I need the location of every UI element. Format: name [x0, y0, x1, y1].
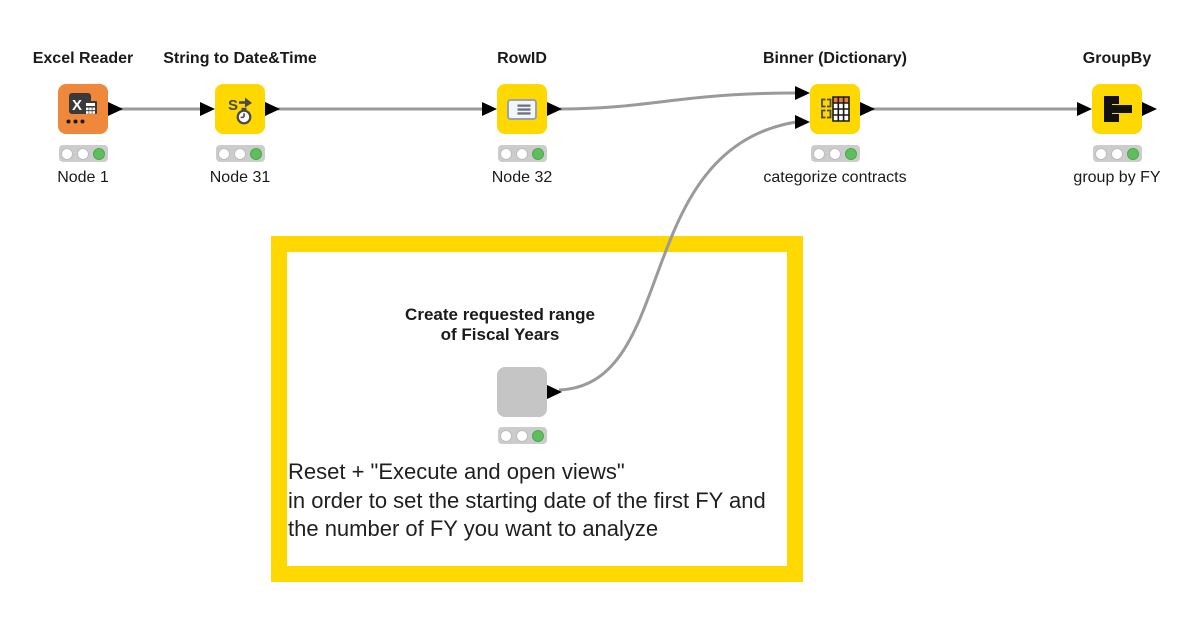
- status-traffic-light: [497, 427, 547, 444]
- status-light-red: [500, 429, 512, 442]
- output-port[interactable]: [860, 102, 875, 116]
- rowid-node-body[interactable]: [482, 84, 562, 134]
- status-traffic-light: [810, 145, 860, 162]
- node-title: RowID: [497, 50, 547, 67]
- annotation-text: Reset + "Execute and open views" in orde…: [288, 459, 766, 541]
- excel-reader-node-body[interactable]: X: [58, 84, 123, 134]
- output-port[interactable]: [1142, 102, 1157, 116]
- string-to-datetime-node-body[interactable]: S: [200, 84, 280, 134]
- output-port[interactable]: [547, 102, 562, 116]
- status-light-yellow: [234, 147, 246, 160]
- node-create-fy-range: [487, 367, 562, 444]
- excel-reader-icon: X: [66, 93, 97, 124]
- binner-dictionary-icon: [821, 96, 850, 122]
- status-light-green: [1127, 147, 1139, 160]
- status-light-red: [500, 147, 512, 160]
- workflow-annotation[interactable]: Create requested range of Fiscal Years R…: [271, 236, 803, 582]
- status-light-yellow: [77, 147, 89, 160]
- node-excel-reader: Excel Reader X Node 1: [0, 50, 168, 188]
- output-port[interactable]: [265, 102, 280, 116]
- input-port[interactable]: [200, 102, 215, 116]
- status-light-red: [813, 147, 825, 160]
- svg-text:S: S: [228, 97, 238, 114]
- status-light-yellow: [829, 147, 841, 160]
- node-label: Node 1: [57, 169, 109, 186]
- input-port-top[interactable]: [795, 86, 810, 100]
- status-light-yellow: [1111, 147, 1123, 160]
- status-light-green: [93, 147, 105, 160]
- node-title: Binner (Dictionary): [762, 50, 907, 67]
- status-traffic-light: [1092, 145, 1142, 162]
- svg-text:X: X: [72, 97, 82, 114]
- node-title: String to Date&Time: [163, 50, 317, 67]
- status-light-green: [532, 147, 544, 160]
- status-light-green: [532, 429, 544, 442]
- component-node-body[interactable]: [497, 367, 562, 417]
- component-title: Create requested range of Fiscal Years: [405, 305, 595, 344]
- node-label: categorize contracts: [763, 169, 907, 186]
- groupby-node-body[interactable]: [1077, 84, 1157, 134]
- output-port[interactable]: [108, 102, 123, 116]
- output-port[interactable]: [547, 385, 562, 399]
- status-light-green: [845, 147, 857, 160]
- input-port[interactable]: [1077, 102, 1092, 116]
- node-title: Excel Reader: [32, 50, 134, 67]
- node-label: Node 31: [209, 169, 271, 186]
- status-traffic-light: [215, 145, 265, 162]
- node-label: Node 32: [491, 169, 553, 186]
- status-light-yellow: [516, 147, 528, 160]
- node-string-to-datetime: String to Date&Time S Node 31: [155, 50, 325, 188]
- node-groupby: GroupBy group by FY: [1032, 50, 1200, 188]
- node-label: group by FY: [1073, 169, 1161, 186]
- string-to-datetime-icon: S: [228, 97, 252, 125]
- status-light-red: [1095, 147, 1107, 160]
- status-traffic-light: [58, 145, 108, 162]
- node-title: GroupBy: [1082, 50, 1152, 67]
- wire-rowid-to-binner[interactable]: [558, 91, 797, 111]
- input-port[interactable]: [482, 102, 497, 116]
- status-light-yellow: [516, 429, 528, 442]
- status-light-green: [250, 147, 262, 160]
- status-traffic-light: [497, 145, 547, 162]
- input-port-bottom[interactable]: [795, 115, 810, 129]
- status-light-red: [61, 147, 73, 160]
- wire-component-to-binner[interactable]: [558, 120, 797, 392]
- binner-node-body[interactable]: [795, 84, 875, 134]
- rowid-icon: [507, 99, 537, 120]
- status-light-red: [218, 147, 230, 160]
- node-binner-dictionary: Binner (Dictionary) categorize contracts: [735, 50, 935, 188]
- node-rowid: RowID Node 32: [437, 50, 607, 188]
- groupby-icon: [1104, 96, 1132, 122]
